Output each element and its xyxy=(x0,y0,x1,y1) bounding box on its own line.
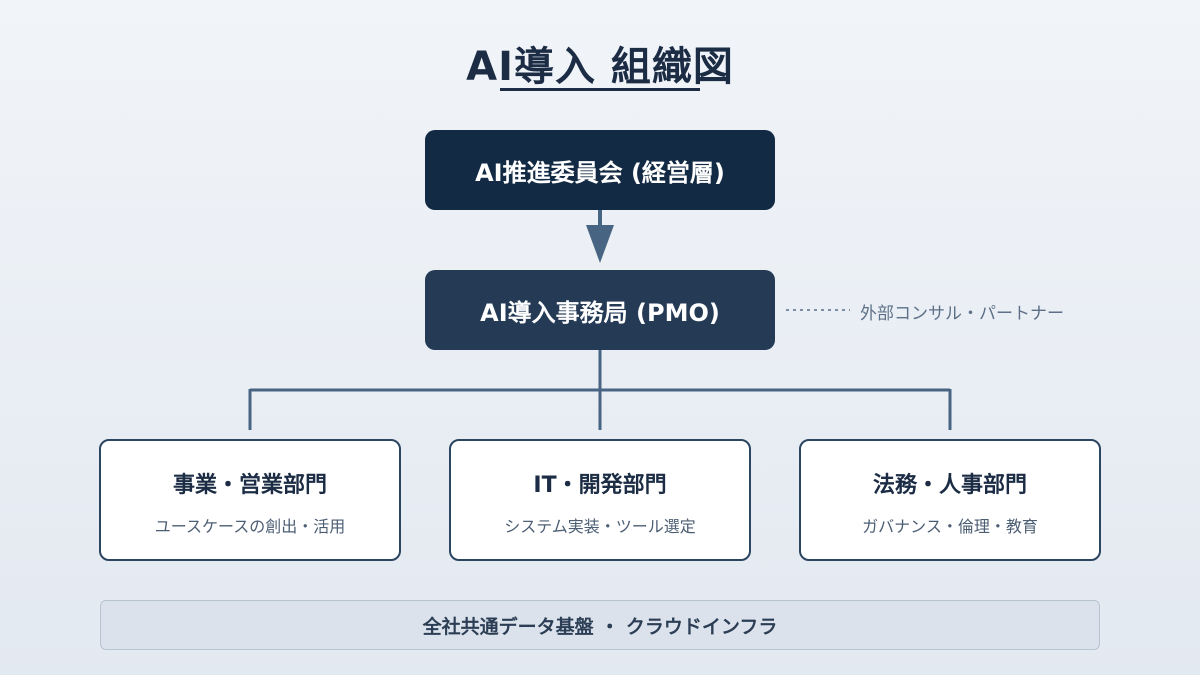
dept-desc: ユースケースの創出・活用 xyxy=(154,517,346,536)
committee-box: AI推進委員会 (経営層) xyxy=(425,130,775,210)
dept-desc: ガバナンス・倫理・教育 xyxy=(862,517,1038,536)
dept-box-it: IT・開発部門 システム実装・ツール選定 xyxy=(449,439,751,561)
dept-box-legal-hr: 法務・人事部門 ガバナンス・倫理・教育 xyxy=(799,439,1101,561)
dept-name: IT・開発部門 xyxy=(533,473,667,498)
platform-bar: 全社共通データ基盤 ・ クラウドインフラ xyxy=(100,600,1100,650)
dept-name: 事業・営業部門 xyxy=(172,473,327,498)
pmo-box: AI導入事務局 (PMO) xyxy=(425,270,775,350)
arrow-head-down xyxy=(586,225,614,263)
pmo-label: AI導入事務局 (PMO) xyxy=(480,298,720,327)
dept-name: 法務・人事部門 xyxy=(872,473,1027,498)
page-title: AI導入 組織図 xyxy=(466,44,734,90)
committee-label: AI推進委員会 (経営層) xyxy=(475,158,725,187)
dept-desc: システム実装・ツール選定 xyxy=(504,517,696,536)
dept-box-business: 事業・営業部門 ユースケースの創出・活用 xyxy=(99,439,401,561)
title-underline xyxy=(500,88,700,91)
external-partner-label: 外部コンサル・パートナー xyxy=(860,304,1064,324)
platform-label: 全社共通データ基盤 ・ クラウドインフラ xyxy=(422,615,778,638)
